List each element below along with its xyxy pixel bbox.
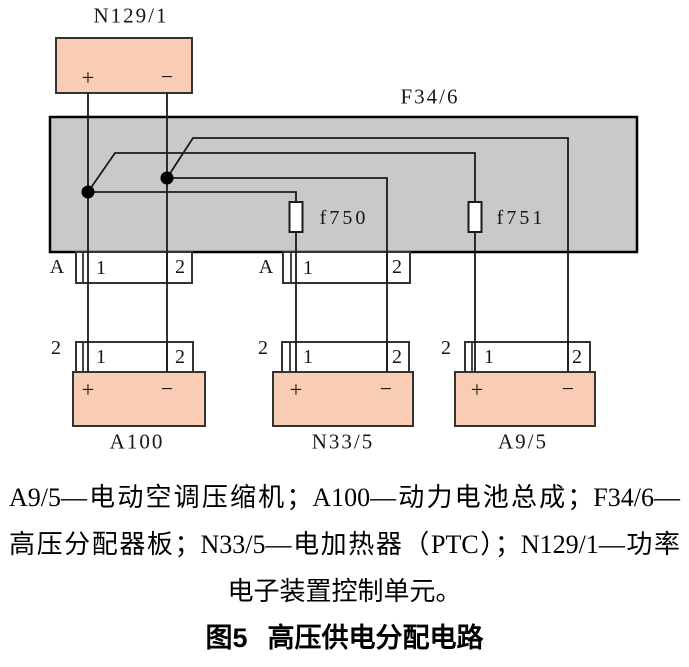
wires (87, 93, 569, 372)
label-n129-1: N129/1 (93, 3, 169, 28)
connector-a9-5-row-2 (464, 341, 591, 373)
label-fuse-f750: f750 (319, 207, 369, 229)
junction-dot-plus (81, 185, 95, 199)
connector-a100-row-a-prefix: A (49, 256, 65, 278)
connector-row-a (75, 251, 411, 284)
connector-a100-row-a (75, 251, 193, 284)
terminal-plus-a100: + (81, 377, 95, 402)
figure-number: 图5 (205, 623, 248, 653)
connector-a100-row-a-pin1: 1 (96, 257, 106, 279)
wire-plus-branch-to-f750 (88, 191, 297, 202)
fuses (288, 201, 483, 233)
bottom-components (72, 371, 596, 427)
connector-n33-5-row-a-pin2: 2 (392, 256, 402, 278)
label-a9-5: A9/5 (498, 429, 548, 454)
legend-line-1: A9/5—电动空调压缩机；A100—动力电池总成；F34/6— (9, 483, 680, 512)
label-fuse-f751: f751 (496, 207, 546, 229)
legend-line-2: 高压分配器板；N33/5—电加热器（PTC）；N129/1—功率 (9, 530, 680, 559)
wire-plus-branch-to-f751 (87, 152, 476, 202)
connector-a9-5-row-2-prefix: 2 (441, 337, 451, 359)
connector-n33-5-row-a-prefix: A (258, 256, 274, 278)
label-n33-5: N33/5 (311, 429, 375, 454)
figure-title-line: 图5 高压供电分配电路 (0, 615, 689, 662)
connector-a100-row-2-prefix: 2 (51, 337, 61, 359)
connector-a100-row-a-pin2: 2 (175, 256, 185, 278)
component-n33-5-box (272, 371, 414, 427)
component-a100-box (72, 371, 206, 427)
figure-title: 高压供电分配电路 (267, 623, 484, 653)
connector-a9-5-row-2-pin2: 2 (572, 346, 582, 368)
fuse-f751-body (467, 201, 483, 233)
terminal-minus-a9-5: − (561, 376, 575, 401)
component-a9-5-box (454, 371, 596, 427)
junction-dot-minus (160, 171, 174, 185)
connector-a9-5-row-2-pin1: 1 (484, 346, 494, 368)
connector-n33-5-row-2-prefix: 2 (258, 337, 268, 359)
label-f34-6: F34/6 (400, 84, 460, 109)
connector-n33-5-row-2-pin2: 2 (392, 346, 402, 368)
legend-line-3: 电子装置控制单元。 (227, 577, 462, 606)
terminal-minus-n129: − (160, 64, 174, 89)
board-f34-6 (48, 115, 639, 254)
wire-minus-branch-to-a9-5 (166, 137, 569, 372)
label-a100: A100 (109, 429, 165, 454)
connector-n33-5-row-a-pin1: 1 (303, 257, 313, 279)
connector-a100-row-2-pin1: 1 (96, 346, 106, 368)
figure-caption: A9/5—电动空调压缩机；A100—动力电池总成；F34/6— 高压分配器板；N… (0, 474, 689, 662)
connector-n33-5-row-2-pin1: 1 (303, 346, 313, 368)
connector-row-2 (75, 341, 591, 373)
terminal-minus-a100: − (160, 376, 174, 401)
terminal-minus-n33-5: − (379, 376, 393, 401)
terminal-plus-n129: + (81, 65, 95, 90)
terminal-plus-a9-5: + (470, 377, 484, 402)
terminal-plus-n33-5: + (289, 377, 303, 402)
connector-a100-row-2-pin2: 2 (175, 346, 185, 368)
component-n129-1-box (55, 37, 193, 94)
fuse-f750-body (288, 201, 304, 233)
circuit-diagram-canvas (48, 37, 639, 427)
connector-n33-5-row-2 (281, 341, 410, 373)
wire-minus-branch-to-n33-5 (167, 177, 388, 372)
connector-n33-5-row-a (282, 251, 411, 284)
